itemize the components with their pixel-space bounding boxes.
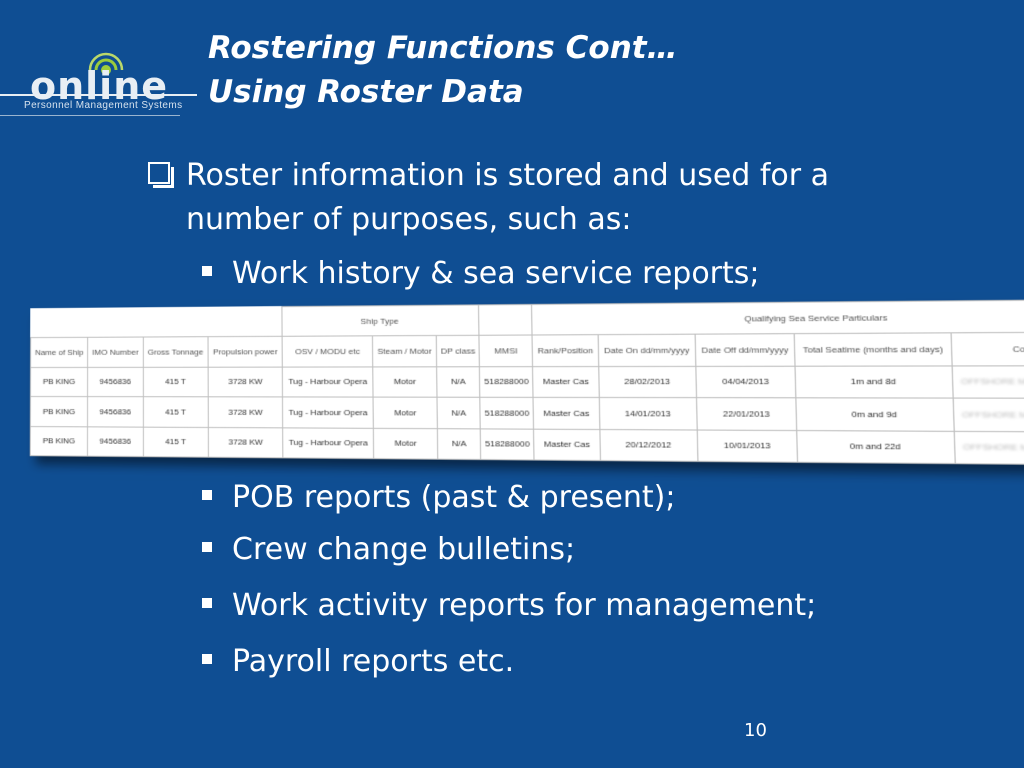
square-bullet-icon [202,489,212,500]
company-logo: online Personnel Management Systems [0,24,200,116]
group-header-ship-type: Ship Type [282,304,480,337]
sub-bullet-text: POB reports (past & present); [232,480,676,515]
col-header: Rank/Position [532,335,599,367]
sub-bullet: Work history & sea service reports; [202,254,760,294]
square-bullet-icon [202,653,212,664]
table-cell: 3728 KW [208,366,283,398]
table-cell: Motor [373,427,438,460]
checkbox-bullet-icon [148,162,174,188]
table-cell: PB KING [30,426,88,457]
table-cell: 04/04/2013 [695,365,796,398]
table-cell: 22/01/2013 [696,397,797,431]
col-header: DP class [436,335,480,367]
logo-word: online [30,64,169,108]
sub-bullet: POB reports (past & present); [202,478,675,518]
table-cell-company: OFFSHORE MARINE SERVICES [952,398,1024,432]
table-cell: 14/01/2013 [598,397,698,430]
sub-bullet-text: Work activity reports for management; [232,588,817,623]
sub-bullet: Crew change bulletins; [202,530,575,570]
table-cell: Tug - Harbour Opera [282,366,374,398]
table-cell: 9456836 [87,367,144,397]
table-cell: Motor [372,366,438,398]
table-cell: 415 T [143,396,209,428]
square-bullet-icon [202,541,212,552]
table-cell: 1m and 8d [795,365,953,399]
page-number: 10 [744,720,767,741]
table-cell: 415 T [142,366,209,397]
group-header-qualifying: Qualifying Sea Service Particulars [532,299,1024,336]
sub-bullet: Payroll reports etc. [202,642,514,682]
logo-divider [0,94,197,96]
slide-title: Rostering Functions Cont… Using Roster D… [208,26,678,114]
table-cell: 518288000 [479,366,534,398]
table-cell: Tug - Harbour Opera [282,397,374,428]
col-header: Date On dd/mm/yyyy [597,334,696,367]
table-cell: 28/02/2013 [598,366,697,398]
logo-subtitle: Personnel Management Systems [24,100,183,111]
table-cell: 20/12/2012 [599,429,698,462]
roster-table: Ship Type Qualifying Sea Service Particu… [30,299,1024,466]
table-cell: 9456836 [87,426,144,457]
table-cell: 3728 KW [208,427,284,458]
table-group-header-row: Ship Type Qualifying Sea Service Particu… [30,299,1024,338]
table-cell: PB KING [30,396,88,427]
table-cell: PB KING [30,367,88,397]
table-row: PB KING 9456836 415 T 3728 KW Tug - Harb… [30,365,1024,399]
col-header: IMO Number [87,337,143,368]
table-cell: N/A [437,428,481,460]
col-header: MMSI [479,335,533,367]
table-cell: 518288000 [480,428,535,461]
main-bullet: Roster information is stored and used fo… [148,154,908,242]
table-cell: Master Cas [533,428,601,461]
table-cell: N/A [437,397,481,429]
square-bullet-icon [202,597,212,608]
table-cell: 518288000 [479,397,534,429]
col-header: Name of Ship [30,337,88,368]
table-cell: 10/01/2013 [697,429,798,463]
table-header-row: Name of Ship IMO Number Gross Tonnage Pr… [30,332,1024,368]
table-cell: 0m and 9d [795,397,954,431]
col-header: Total Seatime (months and days) [794,333,952,366]
table-cell: N/A [436,366,480,398]
table-row: PB KING 9456836 415 T 3728 KW Tug - Harb… [30,426,1024,466]
table-cell: Master Cas [532,366,599,398]
table-cell: Motor [373,397,438,429]
table-cell: 3728 KW [208,396,284,428]
square-bullet-icon [202,265,212,276]
table-cell: Tug - Harbour Opera [283,427,374,459]
col-header: Propulsion power [207,336,283,367]
main-bullet-text: Roster information is stored and used fo… [186,158,830,237]
col-header: Gross Tonnage [142,337,209,368]
title-line-2: Using Roster Data [208,74,524,110]
sub-bullet-text: Work history & sea service reports; [232,256,760,291]
table-cell: 0m and 22d [796,430,955,464]
sub-bullet-text: Payroll reports etc. [232,644,515,679]
col-header: Date Off dd/mm/yyyy [695,334,796,367]
signal-rings-icon [88,52,124,75]
table-cell-company: OFFSHORE MARINE SERVICES [953,430,1024,466]
sub-bullet-text: Crew change bulletins; [232,532,576,567]
table-cell: 9456836 [87,396,144,427]
title-line-1: Rostering Functions Cont… [208,30,678,66]
col-header: Company [950,332,1024,366]
sub-bullet: Work activity reports for management; [202,586,816,626]
col-header: Steam / Motor [372,335,437,367]
logo-underline [0,115,180,116]
table-cell: Master Cas [533,397,600,430]
table-cell-company: OFFSHORE MARINE SERVICES [951,365,1024,399]
table-cell: 415 T [143,426,209,458]
roster-table-image: Ship Type Qualifying Sea Service Particu… [29,298,1024,466]
col-header: OSV / MODU etc [282,336,373,367]
